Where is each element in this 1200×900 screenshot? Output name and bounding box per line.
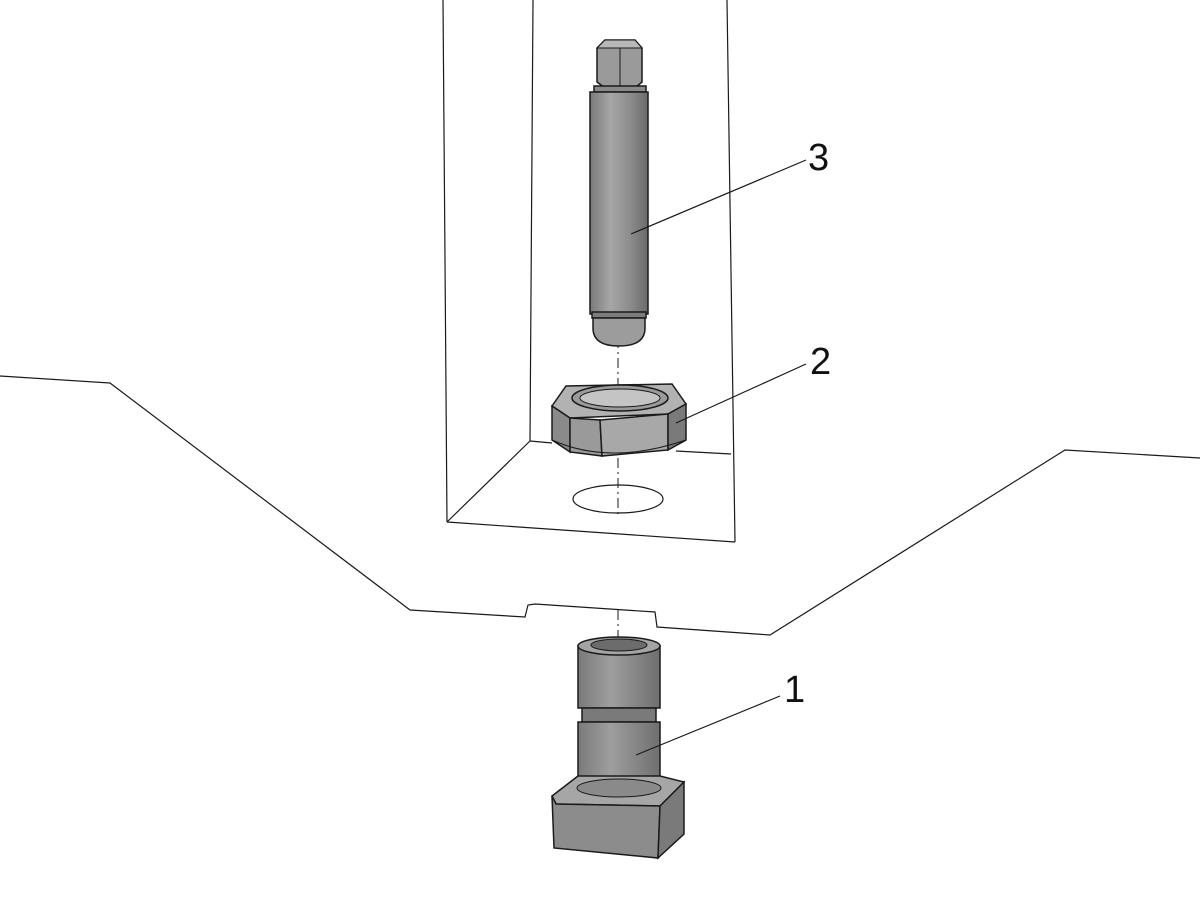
base-plate-outline	[0, 375, 1200, 636]
channel-housing	[442, 0, 736, 543]
part-1-bushing	[551, 636, 686, 860]
callout-label-1: 1	[784, 669, 805, 711]
leader-lines	[630, 159, 807, 756]
callout-label-2: 2	[810, 341, 831, 383]
callout-label-3: 3	[808, 137, 829, 179]
part-2-hex-nut	[550, 383, 688, 457]
leader-line-1	[635, 695, 781, 756]
leader-line-2	[675, 363, 807, 424]
leader-line-3	[630, 159, 807, 235]
part-3-rod	[589, 39, 649, 347]
